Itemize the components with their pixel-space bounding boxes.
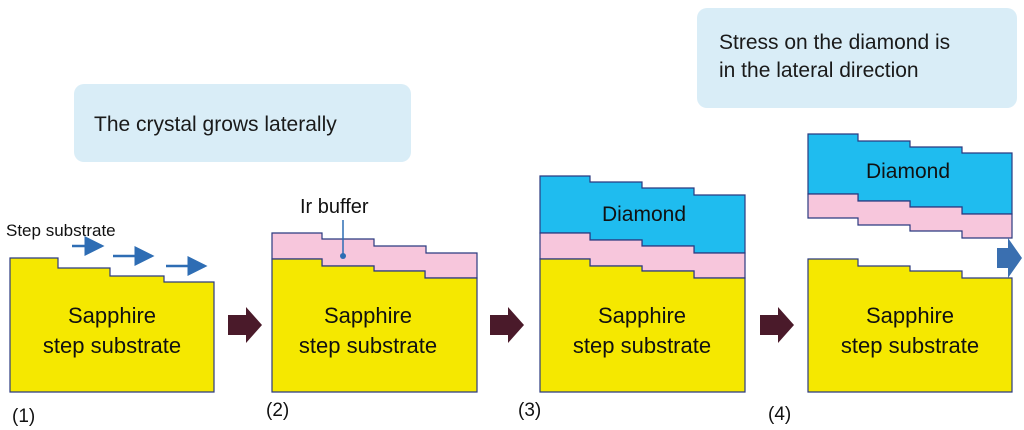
sapphire-label-3b: step substrate: [573, 333, 711, 358]
stress-note: Stress on the diamond is in the lateral …: [697, 8, 1017, 108]
diamond-label-4: Diamond: [866, 160, 950, 183]
stage-1: Step substrate Sapphire step substrate (…: [6, 221, 215, 427]
sapphire-label-3a: Sapphire: [598, 303, 686, 328]
ir-buffer-label: Ir buffer: [300, 196, 369, 218]
sapphire-label-2a: Sapphire: [324, 303, 412, 328]
step-number-1: (1): [12, 406, 35, 427]
stage-3: Diamond Sapphire step substrate (3): [518, 175, 746, 421]
stress-text-line2: in the lateral direction: [719, 59, 919, 82]
step-number-2: (2): [266, 400, 289, 421]
sapphire-label-1a: Sapphire: [68, 303, 156, 328]
stress-text-line1: Stress on the diamond is: [719, 31, 951, 54]
lateral-growth-note: The crystal grows laterally: [74, 84, 411, 162]
sapphire-substrate-4: [807, 258, 1013, 393]
step-substrate-label: Step substrate: [6, 221, 116, 240]
sapphire-label-1b: step substrate: [43, 333, 181, 358]
ir-buffer-pointer-dot: [340, 253, 346, 259]
sapphire-substrate-2: [271, 258, 478, 393]
sapphire-substrate-3: [539, 258, 746, 393]
sapphire-label-4a: Sapphire: [866, 303, 954, 328]
sapphire-label-4b: step substrate: [841, 333, 979, 358]
process-arrow-3: [760, 307, 794, 343]
stage-2: Ir buffer Sapphire step substrate (2): [266, 196, 478, 421]
diamond-label-3: Diamond: [602, 203, 686, 226]
sapphire-substrate-1: [9, 257, 215, 393]
step-number-4: (4): [768, 404, 791, 425]
lateral-growth-text: The crystal grows laterally: [94, 113, 337, 136]
ir-buffer-layer-4: [807, 193, 1013, 239]
process-arrow-1: [228, 307, 262, 343]
stage-4: Diamond Sapphire step substrate (4): [768, 133, 1022, 425]
lateral-shift-arrow: [997, 238, 1022, 278]
sapphire-label-2b: step substrate: [299, 333, 437, 358]
step-number-3: (3): [518, 400, 541, 421]
process-arrow-2: [490, 307, 524, 343]
